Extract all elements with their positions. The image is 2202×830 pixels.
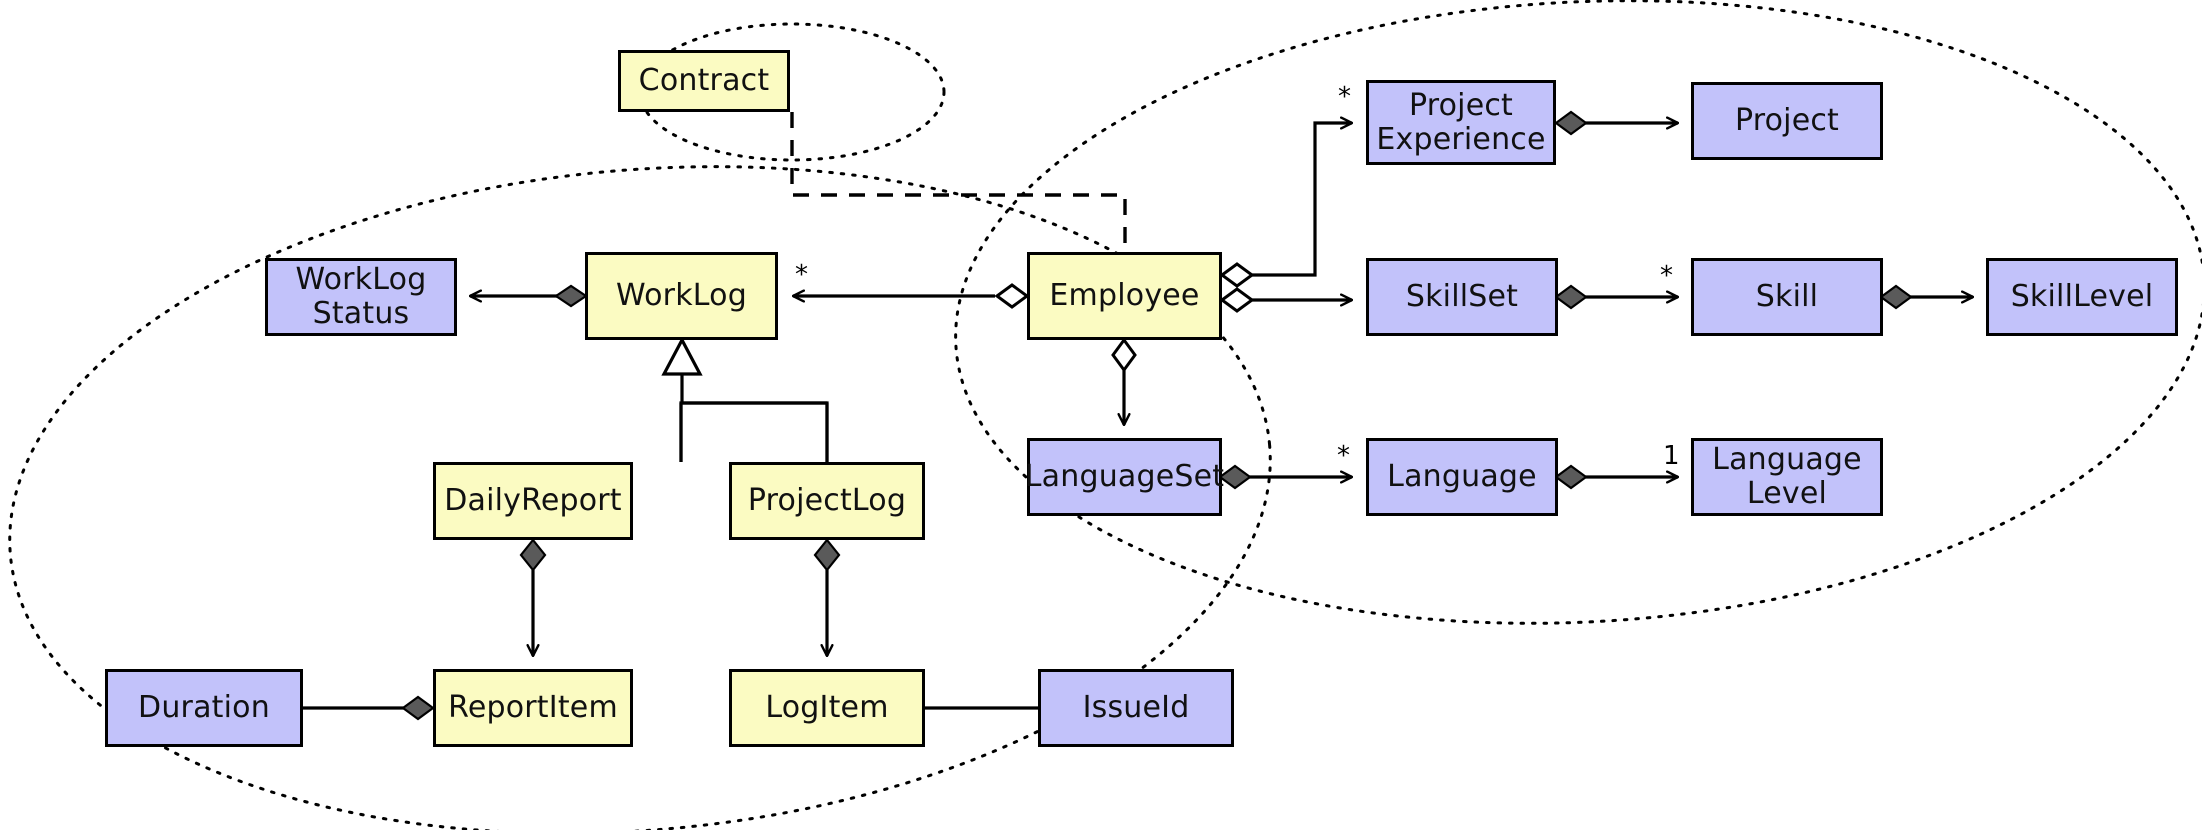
- filled-diamond-decoration: [519, 538, 547, 572]
- filled-diamond-decoration: [1554, 284, 1588, 310]
- relation-language-languagelevel: [1554, 464, 1678, 490]
- class-box-skill[interactable]: Skill: [1691, 258, 1883, 336]
- class-label-contract: Contract: [638, 63, 770, 99]
- multiplicity-label-skill: *: [1660, 261, 1673, 291]
- class-box-languageset[interactable]: LanguageSet: [1025, 438, 1224, 516]
- hollow-diamond-decoration: [994, 283, 1030, 309]
- relation-worklog-worklogstatus: [470, 284, 588, 308]
- class-label-issueid: IssueId: [1082, 690, 1190, 726]
- grouping-worklog-scope: [8, 165, 1272, 830]
- multiplicity-label-worklog: *: [795, 260, 808, 290]
- relation-generalization-worklog: [661, 336, 829, 462]
- filled-diamond-decoration: [1554, 110, 1588, 136]
- class-label-language: Language: [1387, 459, 1537, 495]
- relation-projectlog-logitem: [813, 538, 841, 656]
- class-label-reportitem: ReportItem: [448, 690, 618, 726]
- filled-diamond-decoration: [1554, 464, 1588, 490]
- class-label-employee: Employee: [1049, 278, 1200, 314]
- relation-skillset-skill: [1554, 284, 1678, 310]
- class-label-skill: Skill: [1755, 279, 1819, 315]
- class-box-dailyreport[interactable]: DailyReport: [433, 462, 633, 540]
- relation-employee-projectexperience: [1219, 123, 1352, 288]
- filled-diamond-decoration: [1879, 284, 1913, 310]
- class-box-reportitem[interactable]: ReportItem: [433, 669, 633, 747]
- filled-diamond-decoration: [554, 284, 588, 308]
- class-box-skilllevel[interactable]: SkillLevel: [1986, 258, 2178, 336]
- class-label-languageset: LanguageSet: [1024, 459, 1225, 495]
- class-box-projectlog[interactable]: ProjectLog: [729, 462, 925, 540]
- class-label-worklog: WorkLog: [616, 278, 747, 314]
- class-label-duration: Duration: [138, 690, 270, 726]
- class-box-duration[interactable]: Duration: [105, 669, 303, 747]
- filled-diamond-decoration: [813, 538, 841, 572]
- class-label-logitem: LogItem: [765, 690, 889, 726]
- filled-diamond-decoration: [401, 695, 435, 721]
- relation-contract-employee: [790, 112, 1127, 252]
- class-label-dailyreport: DailyReport: [444, 483, 622, 519]
- class-label-skillset: SkillSet: [1405, 279, 1519, 315]
- multiplicity-label-language: *: [1337, 441, 1350, 471]
- class-box-issueid[interactable]: IssueId: [1038, 669, 1234, 747]
- class-label-skilllevel: SkillLevel: [2010, 279, 2154, 315]
- hollow-diamond-decoration: [1111, 337, 1137, 373]
- class-label-projectlog: ProjectLog: [747, 483, 907, 519]
- class-box-logitem[interactable]: LogItem: [729, 669, 925, 747]
- class-box-project[interactable]: Project: [1691, 82, 1883, 160]
- class-box-worklog[interactable]: WorkLog: [585, 252, 778, 340]
- relation-employee-skillset: [1219, 287, 1352, 313]
- relation-employee-worklog: [793, 283, 1030, 309]
- hollow-triangle-decoration: [661, 336, 703, 376]
- class-box-employee[interactable]: Employee: [1027, 252, 1222, 340]
- grouping-employee-scope: [954, 0, 2202, 625]
- class-box-contract[interactable]: Contract: [618, 50, 790, 112]
- multiplicity-label-language-level: 1: [1663, 441, 1680, 471]
- class-box-skillset[interactable]: SkillSet: [1366, 258, 1558, 336]
- hollow-diamond-decoration: [1219, 287, 1255, 313]
- relation-projectexperience-project: [1554, 110, 1678, 136]
- class-label-project: Project: [1734, 103, 1840, 139]
- relation-duration-reportitem: [303, 695, 435, 721]
- relation-dailyreport-reportitem: [519, 538, 547, 656]
- relation-languageset-language: [1218, 464, 1352, 490]
- class-box-language[interactable]: Language: [1366, 438, 1558, 516]
- relation-employee-languageset: [1111, 337, 1137, 425]
- multiplicity-label-project-experience: *: [1338, 82, 1351, 112]
- relation-skill-skilllevel: [1879, 284, 1973, 310]
- hollow-diamond-decoration: [1219, 262, 1255, 288]
- filled-diamond-decoration: [1218, 464, 1252, 490]
